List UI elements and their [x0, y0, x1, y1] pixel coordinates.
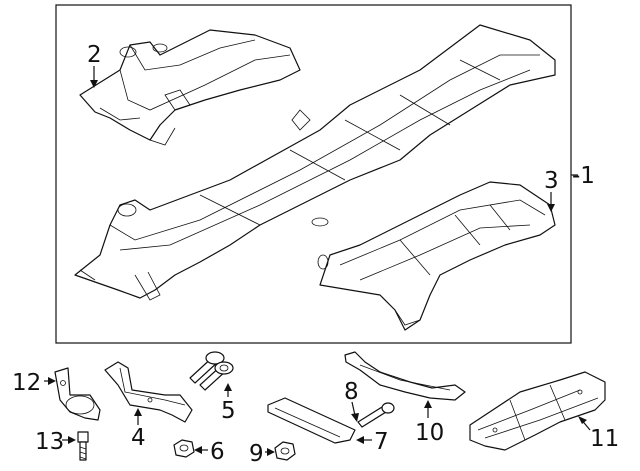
callout-5: 5: [221, 398, 236, 424]
shield-11: [469, 371, 606, 451]
callout-11: 11: [590, 426, 619, 452]
crossmember-4: [104, 361, 193, 423]
nut-9: [274, 441, 296, 461]
callout-3: 3: [544, 168, 559, 194]
bolt-8: [357, 402, 395, 428]
main-chassis-frame: [74, 24, 556, 301]
bracket-12: [54, 367, 101, 421]
callout-9: 9: [249, 441, 264, 467]
callout-1: -1: [572, 163, 595, 189]
callout-2: 2: [87, 42, 102, 68]
mount-bolts-5: [189, 351, 234, 391]
callout-8: 8: [344, 379, 359, 405]
pad-7: [267, 397, 356, 444]
callout-7: 7: [374, 429, 389, 455]
bracket-10: [344, 351, 466, 401]
nut-6: [173, 439, 195, 458]
callout-10: 10: [415, 420, 444, 446]
callout-6: 6: [210, 439, 225, 465]
front-frame-section: [79, 29, 301, 146]
callout-4: 4: [131, 425, 146, 451]
callout-12: 12: [12, 370, 41, 396]
frame-assembly-box: [55, 4, 572, 344]
callout-13: 13: [35, 429, 64, 455]
bolt-13: [77, 431, 89, 461]
rear-frame-section: [317, 181, 556, 331]
leader-lines: [44, 66, 591, 456]
